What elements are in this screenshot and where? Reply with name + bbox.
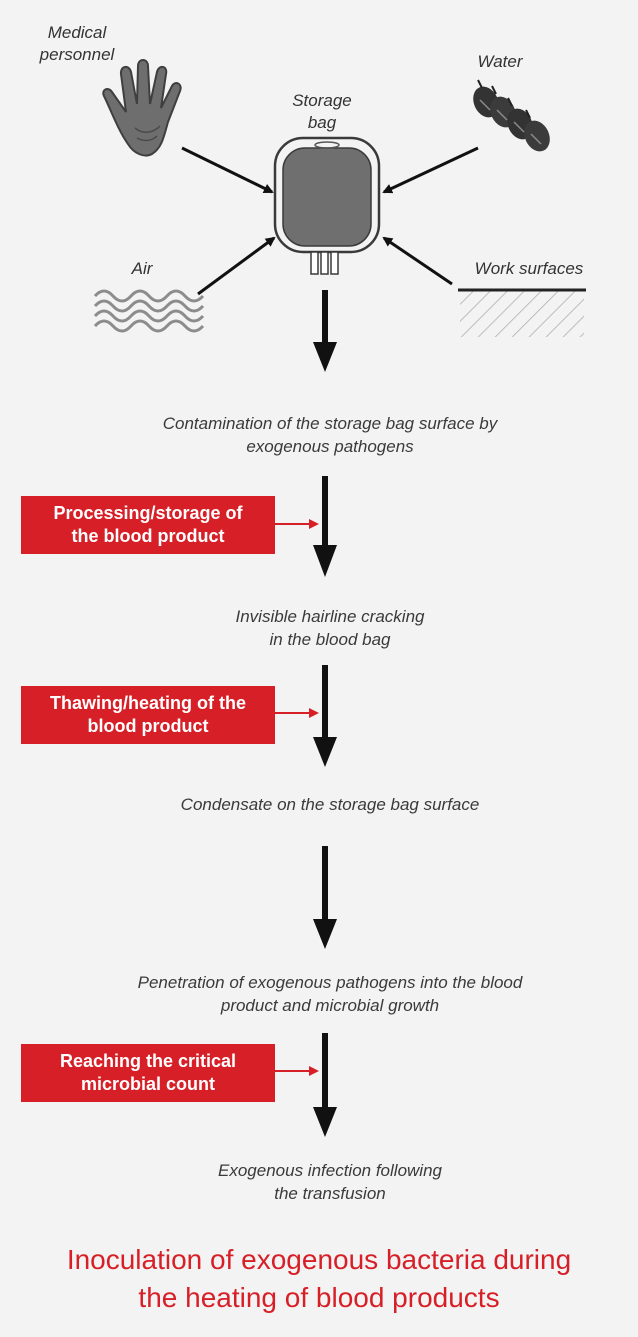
hand-icon <box>102 59 182 157</box>
arrow-surface-to-bag <box>382 236 453 286</box>
air-waves-icon <box>93 289 205 333</box>
flow-arrow-4 <box>313 846 337 949</box>
work-surfaces-label: Work surfaces <box>474 259 584 278</box>
arrow-hand-to-bag <box>181 146 274 194</box>
arrow-air-to-bag <box>197 236 276 296</box>
flow-arrow-2 <box>313 476 337 577</box>
factor-critical-microbial-count: Reaching the critical microbial count <box>21 1044 275 1102</box>
air-label: Air <box>131 259 153 278</box>
water-drops-icon <box>473 79 550 152</box>
flow-arrow-3 <box>313 665 337 767</box>
step-hairline-cracking: Invisible hairline cracking in the blood… <box>235 607 425 649</box>
flow-arrow-1 <box>313 290 337 372</box>
storage-bag-label: Storage bag <box>292 91 352 132</box>
storage-bag-icon <box>273 136 381 275</box>
factor-thawing-heating: Thawing/heating of the blood product <box>21 686 275 744</box>
step-contamination: Contamination of the storage bag surface… <box>162 414 498 456</box>
water-label: Water <box>477 52 523 71</box>
diagram-title: Inoculation of exogenous bacteria during… <box>66 1244 572 1313</box>
arrow-water-to-bag <box>382 146 479 194</box>
step-exogenous-infection: Exogenous infection following the transf… <box>218 1161 442 1203</box>
flow-arrow-5 <box>313 1033 337 1137</box>
step-condensate: Condensate on the storage bag surface <box>180 795 480 814</box>
factor-processing-storage: Processing/storage of the blood product <box>21 496 275 554</box>
medical-personnel-label: Medical personnel <box>39 23 115 64</box>
work-surface-icon <box>458 288 586 337</box>
step-penetration: Penetration of exogenous pathogens into … <box>137 973 523 1015</box>
